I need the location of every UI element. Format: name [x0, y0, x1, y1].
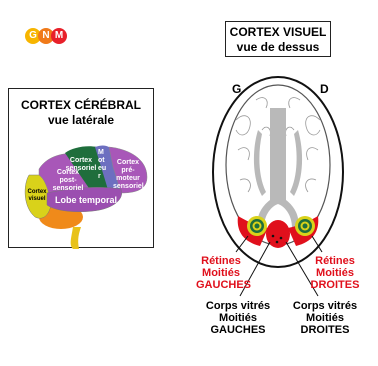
retines-left-line-3: GAUCHES [196, 279, 252, 291]
retines-left-line-2: Moitiés [202, 267, 240, 279]
ventricle-left-horn [253, 130, 266, 196]
label-cortex-sensoriel: Cortex sensoriel [65, 157, 97, 172]
visual-cortex-center-red [266, 220, 290, 248]
retines-left-line-1: Rétines [201, 255, 241, 267]
brain-lateral-view [24, 145, 148, 249]
pointer-lines [235, 235, 323, 297]
retines-right-line-2: Moitiés [316, 267, 354, 279]
corps-left-line-2: Moitiés [219, 312, 257, 324]
cortex-visuel-title: CORTEX VISUEL [229, 25, 327, 39]
ventricle-right-horn [290, 130, 303, 196]
brain-gyri [235, 97, 321, 193]
cortex-cerebral-subtitle: vue latérale [47, 113, 115, 127]
retines-right-line-1: Rétines [315, 255, 355, 267]
corps-left-line-3: GAUCHES [210, 324, 266, 336]
brainstem-shape [70, 227, 81, 249]
premotor-shape [108, 146, 148, 194]
cortex-cerebral-title: CORTEX CÉRÉBRAL [20, 98, 141, 112]
side-right-label: D [320, 82, 329, 96]
motor-cortex-shape [95, 145, 121, 193]
corps-right-line-1: Corps vitrés [292, 300, 358, 312]
side-left-label: G [232, 82, 242, 96]
logo-letter-n: N [38, 28, 54, 44]
center-dots [271, 234, 283, 244]
cortex-visuel-header: CORTEX VISUEL vue de dessus [225, 21, 331, 57]
temporal-lobe-shape [46, 187, 123, 212]
label-moteur: Moteur [98, 149, 107, 180]
corps-right-line-2: Moitiés [306, 312, 344, 324]
sensory-cortex-shape [65, 146, 109, 197]
label-lobe-temporal: Lobe temporal [55, 195, 118, 205]
label-cortex-premoteur: Cortex pré-moteur sensoriel [113, 159, 144, 190]
corps-right-line-3: DROITES [300, 324, 350, 336]
corps-left-line-1: Corps vitrés [205, 300, 271, 312]
cortex-cerebral-panel: CORTEX CÉRÉBRAL vue latérale Cortex sens… [8, 88, 154, 249]
eye-left [247, 216, 267, 236]
logo-letter-m: M [51, 28, 67, 44]
retines-right-line-3: DROITES [310, 279, 360, 291]
label-cortex-visuel: Cortex visuel [27, 189, 47, 202]
eye-right [295, 216, 315, 236]
logo-letter-g: G [25, 28, 41, 44]
ventricle-shape [257, 108, 299, 228]
cortex-visuel-subtitle: vue de dessus [236, 40, 320, 54]
label-cortex-post-sensoriel: Cortex post-sensoriel [52, 169, 84, 192]
